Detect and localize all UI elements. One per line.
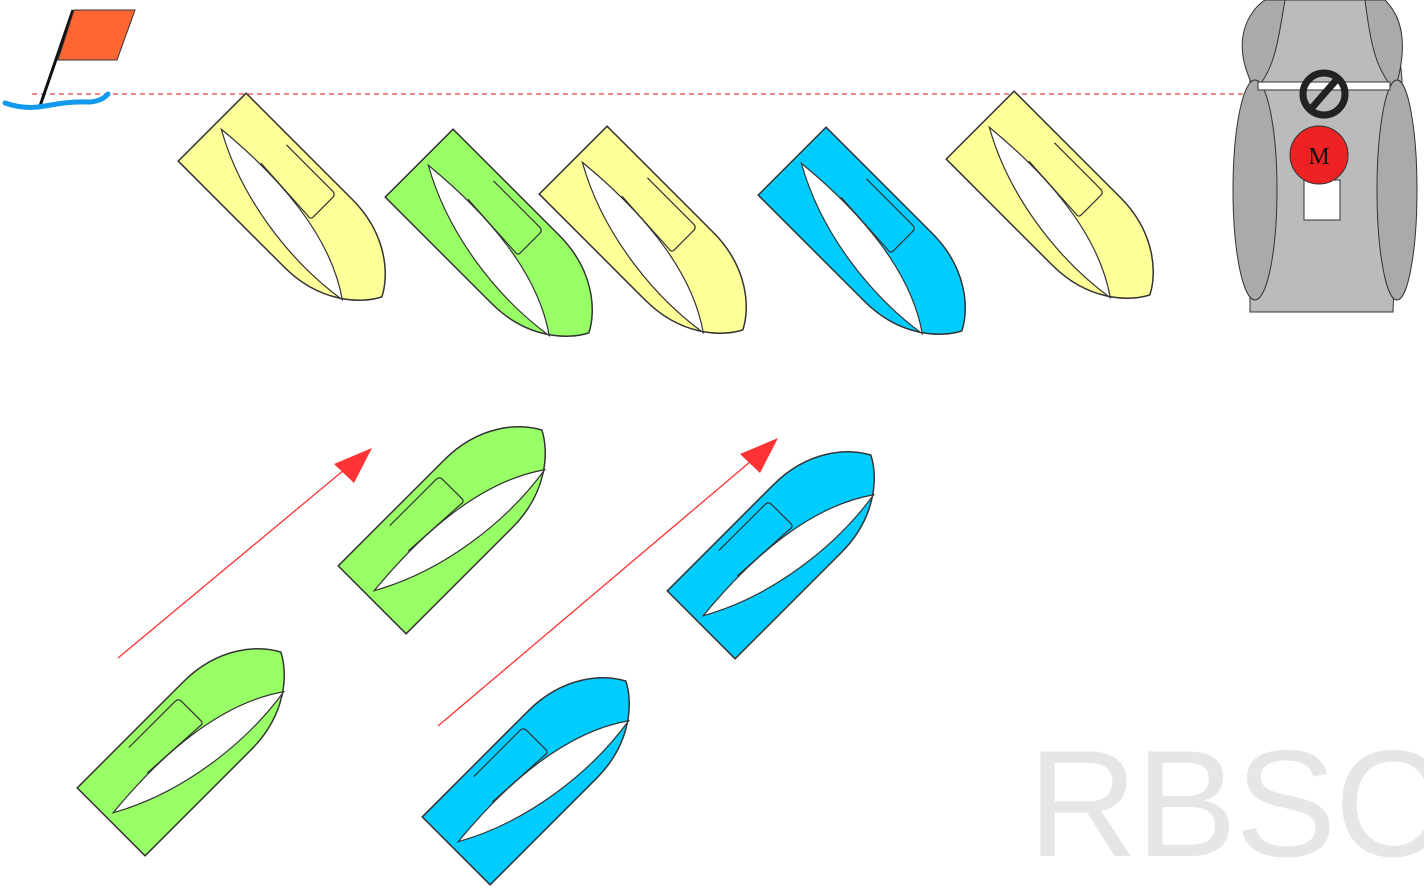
no-entry-icon bbox=[1299, 69, 1349, 119]
mark-circle bbox=[1289, 125, 1349, 185]
mark-label: M bbox=[1308, 144, 1329, 170]
arrow-2 bbox=[437, 438, 778, 727]
boat-yellow-3 bbox=[945, 90, 1185, 330]
watermark: RBSC bbox=[1028, 719, 1424, 889]
committee-boat: M bbox=[1232, 0, 1418, 313]
boat-green-2 bbox=[337, 395, 577, 635]
boat-blue-3 bbox=[421, 646, 661, 886]
boat-green-3 bbox=[76, 617, 316, 857]
pin-end-flag bbox=[2, 9, 136, 110]
arrow-1 bbox=[117, 448, 372, 659]
boat-yellow-1 bbox=[177, 92, 417, 332]
boat-blue-2 bbox=[666, 420, 906, 660]
